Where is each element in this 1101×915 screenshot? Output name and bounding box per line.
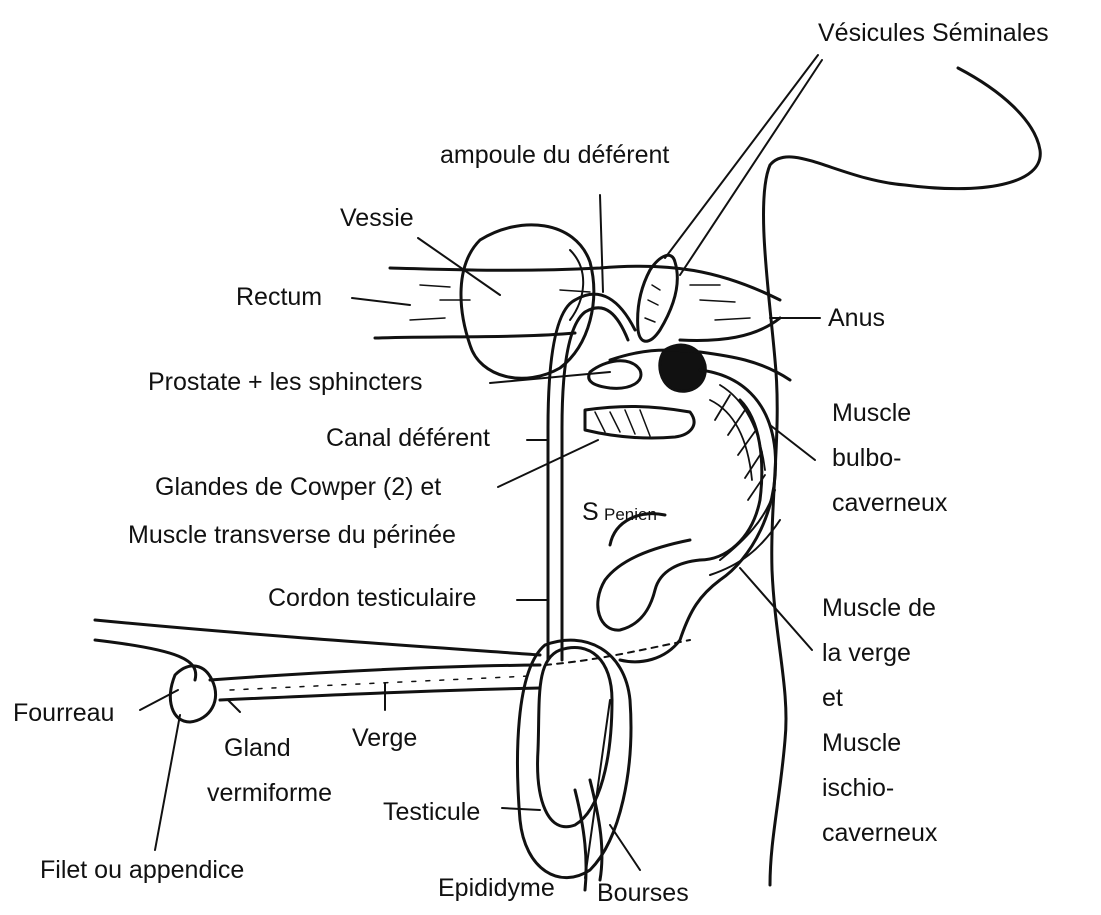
label-muscle-bulbo-2: bulbo- [832,443,902,473]
label-fourreau: Fourreau [13,698,114,728]
label-cordon-testiculaire: Cordon testiculaire [268,583,476,613]
label-canal-deferent: Canal déférent [326,423,490,453]
label-filet: Filet ou appendice [40,855,244,885]
label-ampoule-deferent: ampoule du déférent [440,140,669,170]
label-vesicules-seminales: Vésicules Séminales [818,18,1049,48]
label-gland-2: vermiforme [207,778,332,808]
label-muscle-bulbo-1: Muscle [832,398,911,428]
testicle [538,647,612,826]
label-muscle-verge-3: et [822,683,843,713]
scrotum [518,640,631,878]
label-s-penien-s: S [582,497,599,527]
label-testicule: Testicule [383,797,480,827]
label-gland-1: Gland [224,733,291,763]
label-muscle-bulbo-3: caverneux [832,488,947,518]
label-vessie: Vessie [340,203,414,233]
label-muscle-verge-4: Muscle [822,728,901,758]
label-muscle-verge-2: la verge [822,638,911,668]
label-glandes-cowper-1: Glandes de Cowper (2) et [155,472,441,502]
cowper-glands [585,406,694,438]
label-muscle-verge-5: ischio- [822,773,894,803]
label-rectum: Rectum [236,282,322,312]
label-bourses: Bourses [597,878,689,908]
label-prostate: Prostate + les sphincters [148,367,422,397]
label-verge: Verge [352,723,417,753]
prostate [589,361,641,389]
label-epididyme: Epididyme [438,873,555,903]
label-muscle-verge-1: Muscle de [822,593,936,623]
body-outline [764,68,1041,885]
label-anus: Anus [828,303,885,333]
label-glandes-cowper-2: Muscle transverse du périnée [128,520,456,550]
label-s-penien-word: Penien [604,500,657,530]
label-muscle-verge-6: caverneux [822,818,937,848]
